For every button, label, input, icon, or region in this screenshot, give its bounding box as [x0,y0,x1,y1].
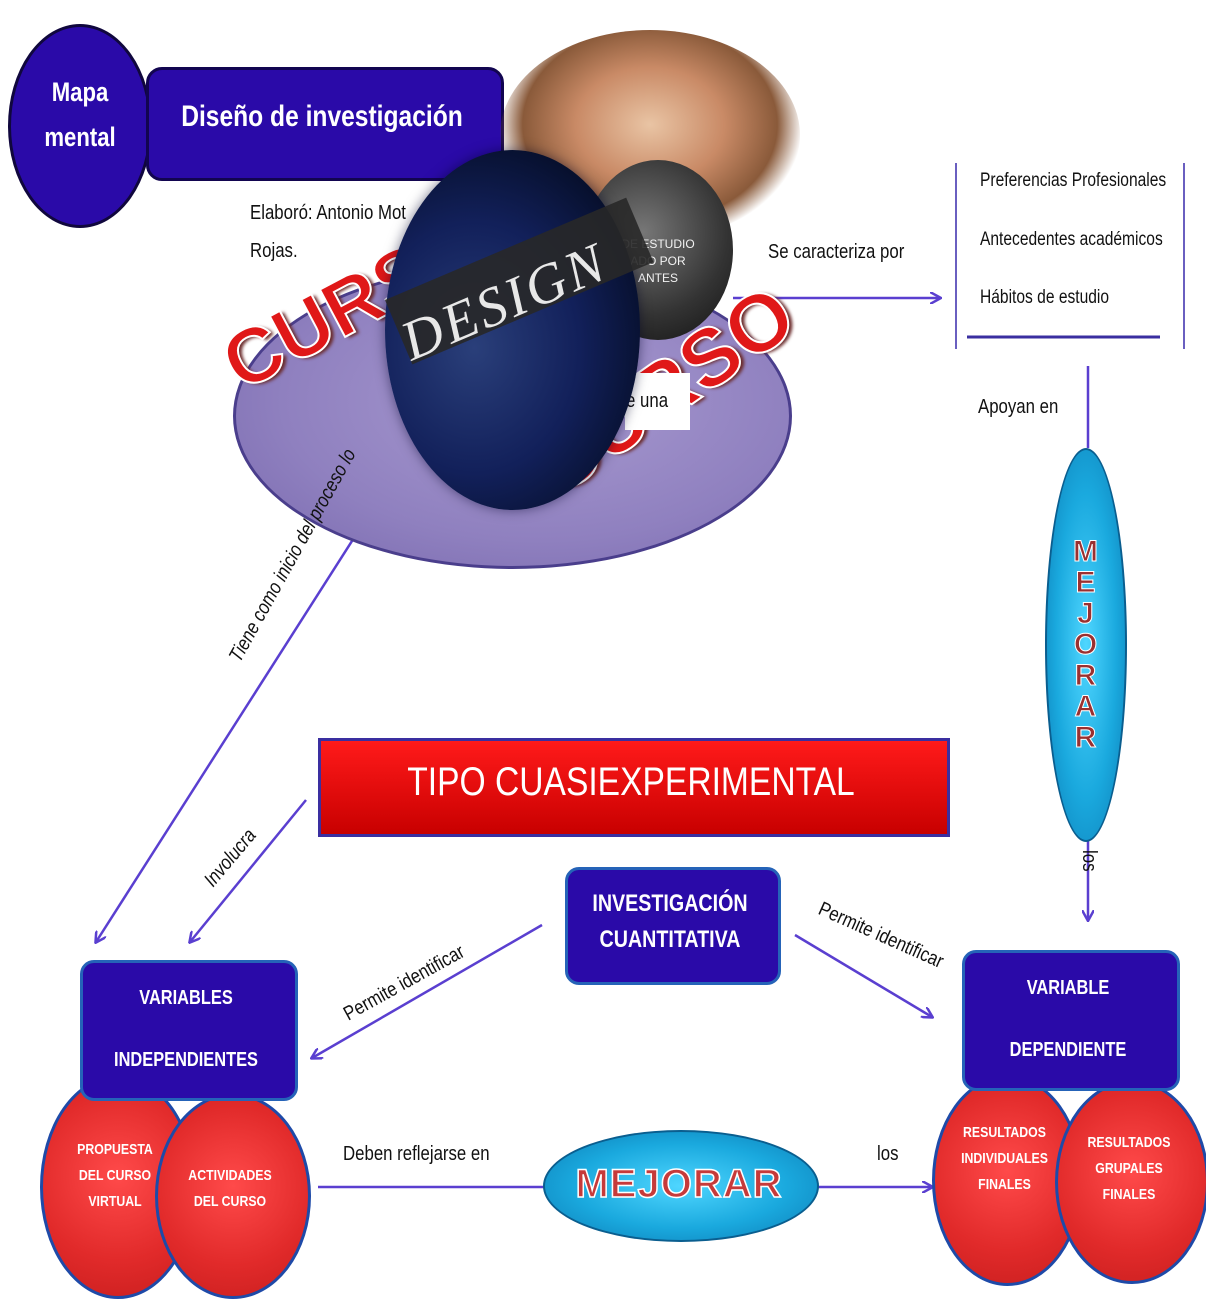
vi-line-2: INDEPENDIENTES [114,1049,258,1071]
propuesta-line-2: DEL CURSO [78,1167,152,1184]
vd-line-2: DEPENDIENTE [1009,1039,1127,1061]
mapa-line-2: mental [44,122,116,152]
mejorar-horizontal-text: MEJORAR [575,1161,783,1207]
los-bottom-label: los [877,1143,899,1165]
los-right-label: los [1078,850,1100,872]
ri-line-1: RESULTADOS [963,1124,1046,1141]
mejorar-vertical-text: MEJORAR [1069,535,1103,753]
arrow-involucra [190,799,307,942]
se-caracteriza-label: Se caracteriza por [768,241,905,263]
resultados-individuales-label: RESULTADOS INDIVIDUALES FINALES [945,1120,1064,1198]
actividades-line-1: ACTIVIDADES [188,1167,272,1184]
title-box [146,67,504,181]
propuesta-label: PROPUESTA DEL CURSO VIRTUAL [54,1137,177,1215]
actividades-label: ACTIVIDADES DEL CURSO [169,1163,292,1215]
rg-line-3: FINALES [1102,1186,1156,1203]
mapa-line-1: Mapa [51,77,109,107]
resultados-grupales-label: RESULTADOS GRUPALES FINALES [1068,1130,1189,1208]
characteristic-item-2: Antecedentes académicos [980,229,1163,250]
variables-independientes-box [80,960,298,1101]
investigacion-box [565,867,781,985]
variables-independientes-label: VARIABLES INDEPENDIENTES [99,985,273,1073]
resultados-grupales-circle [1055,1080,1206,1284]
investigacion-line-2: CUANTITATIVA [599,926,741,953]
arrow-permite-right [794,933,932,1017]
mapa-mental-label: Mapa mental [21,70,139,160]
author-line-1: Elaboró: Antonio Mot [250,202,406,224]
propuesta-line-1: PROPUESTA [77,1141,153,1158]
mejorar-horizontal-oval [543,1130,819,1242]
actividades-line-2: DEL CURSO [193,1193,267,1210]
rg-line-1: RESULTADOS [1087,1134,1171,1151]
mejorar-vertical-oval [1045,448,1127,842]
author-line-2: Rojas. [250,240,298,262]
tipo-label: TIPO CUASIEXPERIMENTAL [407,760,855,804]
ri-line-2: INDIVIDUALES [961,1150,1048,1167]
arrow-permite-left [312,923,543,1058]
page-title: Diseño de investigación [181,100,463,133]
vi-line-1: VARIABLES [139,987,233,1009]
vd-line-1: VARIABLE [1026,977,1110,999]
investigacion-label: INVESTIGACIÓN CUANTITATIVA [584,886,756,958]
variable-dependiente-box [962,950,1180,1091]
sphere-line-3: ANTES [637,271,678,285]
note-box [625,373,690,430]
characteristic-item-3: Hábitos de estudio [980,287,1110,308]
propuesta-line-3: VIRTUAL [88,1193,142,1210]
investigacion-line-1: INVESTIGACIÓN [592,890,748,917]
note-text: e una [626,390,669,412]
deben-label: Deben reflejarse en [343,1143,490,1165]
rg-line-2: GRUPALES [1095,1160,1163,1177]
apoyan-label: Apoyan en [978,396,1059,418]
tipo-box [318,738,950,837]
variable-dependiente-label: VARIABLE DEPENDIENTE [981,975,1155,1063]
actividades-circle [155,1093,311,1299]
characteristic-item-1: Preferencias Profesionales [980,170,1167,191]
ri-line-3: FINALES [978,1176,1031,1193]
characteristics-list [955,163,1185,349]
